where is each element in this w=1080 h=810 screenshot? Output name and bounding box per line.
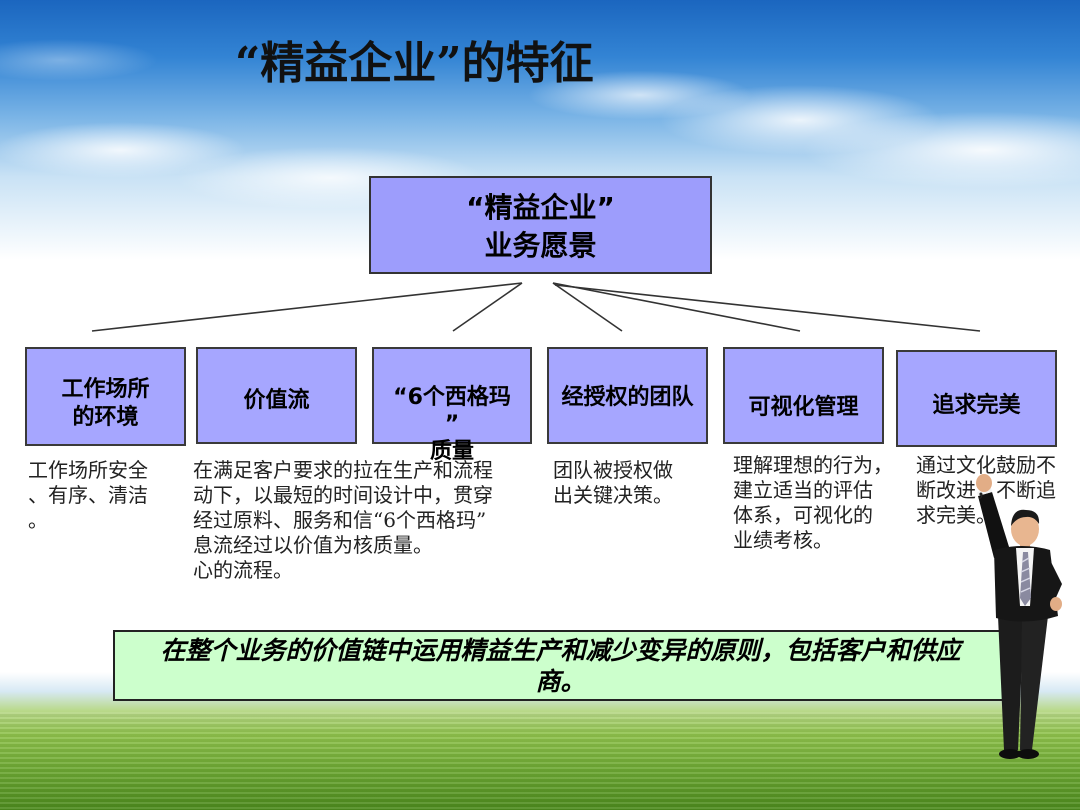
businessman-cheering-icon <box>976 474 1062 759</box>
branch-node-value-stream: 价值流 <box>196 347 357 444</box>
description-line: 动下，以最短的时间设计中，贯穿 <box>193 483 493 507</box>
description-line: 团队被授权做 <box>553 458 673 482</box>
branch-label-line: 价值流 <box>243 388 310 413</box>
connector-line <box>552 282 623 332</box>
branch-label-line: “6个西格玛 <box>393 385 511 410</box>
description-line: 经过原料、服务和信“6个西格玛” <box>193 508 487 532</box>
branch-description-visual: 理解理想的行为， 建立适当的评估 体系，可视化的 业绩考核。 <box>733 453 893 553</box>
connector-line <box>452 282 523 332</box>
branch-node-workplace-environment: 工作场所 的环境 <box>25 347 186 446</box>
branch-label-line: 追求完美 <box>932 393 1021 418</box>
branch-description-workplace: 工作场所安全 、有序、清洁 。 <box>28 458 148 533</box>
branch-label-line: 可视化管理 <box>748 395 859 420</box>
description-line: 求完美。 <box>916 503 996 527</box>
branch-label: “6个西格玛 ” 质量 <box>374 384 530 465</box>
branch-label-line: 经授权的团队 <box>561 385 694 410</box>
grass-texture <box>0 712 1080 810</box>
description-line: 通过文化鼓励不 <box>916 453 1056 477</box>
root-node-line: “精益企业” <box>466 191 615 224</box>
branch-label-line: 质量 <box>429 439 474 464</box>
branch-node-empowered-team: 经授权的团队 <box>547 347 708 444</box>
branch-label-line: 工作场所 <box>61 377 150 402</box>
description-line: 息流经过以价值为核质量。 <box>193 533 433 557</box>
branch-label: 追求完美 <box>898 392 1055 420</box>
branch-label: 工作场所 的环境 <box>27 376 184 432</box>
description-line: 心的流程。 <box>193 558 293 582</box>
description-line: 工作场所安全 <box>28 458 148 482</box>
branch-label-line: 的环境 <box>72 405 139 430</box>
connector-line <box>91 282 523 332</box>
branch-node-visual-management: 可视化管理 <box>723 347 884 444</box>
description-line: 建立适当的评估 <box>733 478 873 502</box>
branch-label: 价值流 <box>198 387 355 415</box>
branch-label: 可视化管理 <box>725 394 882 422</box>
description-line: 。 <box>28 508 48 532</box>
branch-node-pursue-perfection: 追求完美 <box>896 350 1057 447</box>
description-line: 理解理想的行为， <box>733 453 893 477</box>
connector-line <box>554 284 981 332</box>
slide-title: “精益企业”的特征 <box>235 38 594 89</box>
root-node-business-vision: “精益企业” 业务愿景 <box>369 176 712 274</box>
branch-description-perfection: 通过文化鼓励不 断改进，不断追 求完美。 <box>916 453 1056 528</box>
description-line: 出关键决策。 <box>553 483 673 507</box>
description-line: 、有序、清洁 <box>28 483 148 507</box>
description-line: 体系，可视化的 <box>733 503 873 527</box>
description-line: 断改进，不断追 <box>916 478 1056 502</box>
description-line: 在满足客户要求的拉在生产和流程 <box>193 458 493 482</box>
description-line: 业绩考核。 <box>733 528 833 552</box>
footer-principle-box: 在整个业务的价值链中运用精益生产和减少变异的原则，包括客户和供应 商。 <box>113 630 1008 701</box>
branch-label-line: ” <box>444 412 460 437</box>
footer-line: 在整个业务的价值链中运用精益生产和减少变异的原则，包括客户和供应 <box>160 635 961 665</box>
root-node-line: 业务愿景 <box>484 229 597 262</box>
branch-description-team: 团队被授权做 出关键决策。 <box>553 458 673 508</box>
branch-node-six-sigma-quality: “6个西格玛 ” 质量 <box>372 347 532 464</box>
footer-line: 商。 <box>535 666 586 696</box>
connector-line <box>552 282 801 332</box>
branch-description-value-stream: 在满足客户要求的拉在生产和流程 动下，以最短的时间设计中，贯穿 经过原料、服务和… <box>193 458 493 583</box>
branch-label: 经授权的团队 <box>549 384 706 412</box>
